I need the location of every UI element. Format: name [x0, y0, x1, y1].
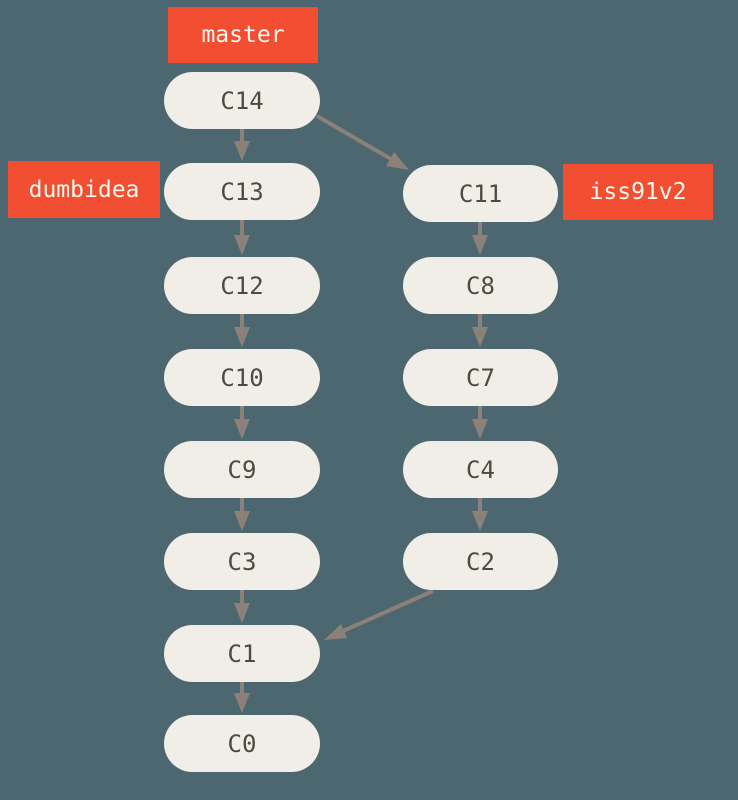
edge-c13-c12: [234, 220, 250, 255]
edge-c2-c1: [324, 589, 434, 640]
commit-node-c14: C14: [164, 72, 320, 129]
edge-c14-c11: [315, 114, 409, 170]
edge-c3-c1: [234, 590, 250, 623]
commit-node-c13: C13: [164, 163, 320, 220]
commit-node-c11: C11: [403, 165, 558, 222]
edge-c4-c2: [472, 498, 488, 531]
edge-c14-c13: [234, 129, 250, 161]
edge-c7-c4: [472, 406, 488, 439]
branch-label-dumbidea: dumbidea: [8, 161, 160, 218]
commit-node-c9: C9: [164, 441, 320, 498]
branch-label-master: master: [168, 7, 318, 63]
edge-c1-c0: [234, 682, 250, 713]
commit-node-c1: C1: [164, 625, 320, 682]
edge-c12-c10: [234, 314, 250, 347]
commit-node-c3: C3: [164, 533, 320, 590]
edge-c8-c7: [472, 314, 488, 347]
commit-node-c10: C10: [164, 349, 320, 406]
commit-node-c8: C8: [403, 257, 558, 314]
commit-node-c2: C2: [403, 533, 558, 590]
commit-node-c4: C4: [403, 441, 558, 498]
edge-c10-c9: [234, 406, 250, 439]
commit-node-c12: C12: [164, 257, 320, 314]
edge-c11-c8: [472, 222, 488, 255]
commit-node-c0: C0: [164, 715, 320, 772]
edge-c9-c3: [234, 498, 250, 531]
commit-node-c7: C7: [403, 349, 558, 406]
branch-label-iss91v2: iss91v2: [563, 164, 713, 220]
